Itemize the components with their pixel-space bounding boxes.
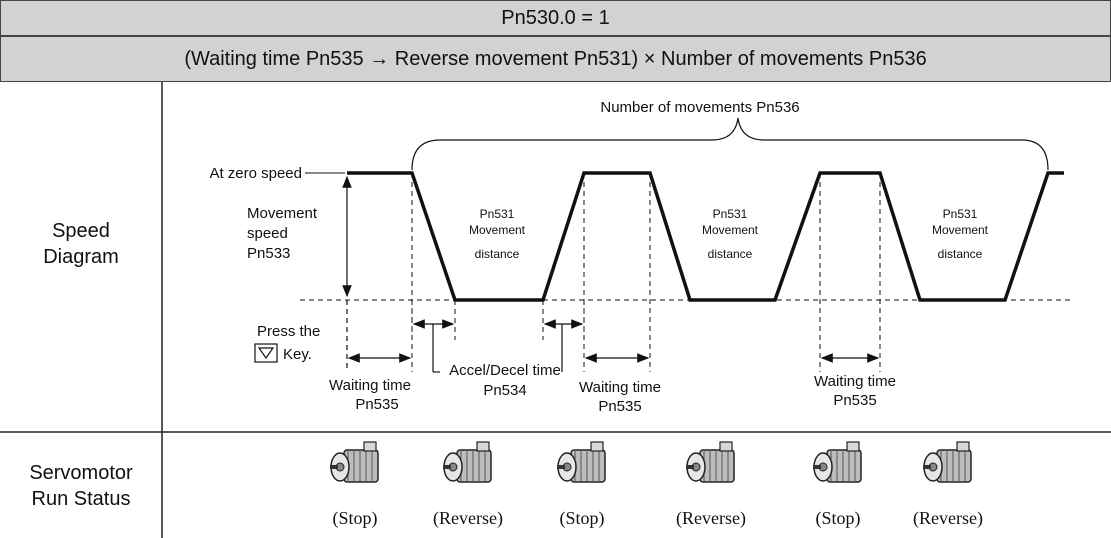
run-status-3: (Stop) — [559, 508, 605, 528]
svg-text:Pn535: Pn535 — [833, 392, 876, 409]
svg-text:Waiting time: Waiting time — [814, 373, 896, 390]
svg-text:Pn535: Pn535 — [598, 398, 641, 415]
svg-text:distance: distance — [475, 247, 520, 261]
svg-text:Pn531: Pn531 — [943, 207, 978, 221]
servomotor-icon — [686, 441, 735, 483]
movement-speed-line2: speed — [247, 225, 288, 242]
segment-label-2: Pn531 Movement distance — [702, 207, 759, 261]
waiting-time-label-1: Waiting time Pn535 — [329, 377, 411, 413]
condition-header: Pn530.0 = 1 — [0, 0, 1111, 36]
servomotor-icon — [923, 441, 972, 483]
accel-decel-line1: Accel/Decel time — [449, 362, 561, 379]
servomotor-row-label: Servomotor Run Status — [0, 460, 162, 512]
number-of-movements-label: Number of movements Pn536 — [600, 99, 799, 116]
svg-text:distance: distance — [938, 247, 983, 261]
run-status-4: (Reverse) — [676, 508, 746, 528]
movement-speed-line1: Movement — [247, 205, 318, 222]
key-label: Key. — [283, 346, 312, 363]
svg-text:Pn535: Pn535 — [355, 396, 398, 413]
at-zero-speed-label: At zero speed — [209, 165, 302, 182]
segment-label-1: Pn531 Movement distance — [469, 207, 526, 261]
time-guides — [411, 173, 881, 372]
servomotor-icon — [443, 441, 492, 483]
segment-label-3: Pn531 Movement distance — [932, 207, 989, 261]
speed-profile — [347, 171, 1064, 302]
svg-text:Pn531: Pn531 — [480, 207, 515, 221]
svg-text:distance: distance — [708, 247, 753, 261]
run-status-6: (Reverse) — [913, 508, 983, 528]
servomotor-icon — [330, 441, 379, 483]
movements-brace — [411, 117, 1049, 171]
run-status-1: (Stop) — [332, 508, 378, 528]
servomotor-label-line2: Run Status — [31, 488, 131, 510]
movement-speed-line3: Pn533 — [247, 245, 290, 262]
svg-text:Waiting time: Waiting time — [329, 377, 411, 394]
svg-text:Movement: Movement — [702, 223, 759, 237]
down-triangle-key-icon — [254, 343, 278, 363]
svg-text:Movement: Movement — [469, 223, 526, 237]
accel-decel-line2: Pn534 — [483, 382, 526, 399]
svg-text:Movement: Movement — [932, 223, 989, 237]
svg-text:Pn531: Pn531 — [713, 207, 748, 221]
servomotor-icon — [813, 441, 862, 483]
press-the-label: Press the — [257, 323, 320, 340]
speed-label-line1: Speed — [52, 220, 110, 242]
sequence-header: (Waiting time Pn535 → Reverse movement P… — [0, 36, 1111, 82]
servomotor-icon — [557, 441, 606, 483]
speed-diagram-row-label: Speed Diagram — [0, 218, 162, 270]
speed-label-line2: Diagram — [43, 246, 119, 268]
waiting-time-label-3: Waiting time Pn535 — [814, 373, 896, 409]
run-status-2: (Reverse) — [433, 508, 503, 528]
accel-decel-arrows — [412, 319, 584, 373]
servomotor-label-line1: Servomotor — [29, 462, 133, 484]
svg-text:Waiting time: Waiting time — [579, 379, 661, 396]
run-status-5: (Stop) — [815, 508, 861, 528]
waiting-time-arrows — [346, 300, 880, 372]
waiting-time-label-2: Waiting time Pn535 — [579, 379, 661, 415]
